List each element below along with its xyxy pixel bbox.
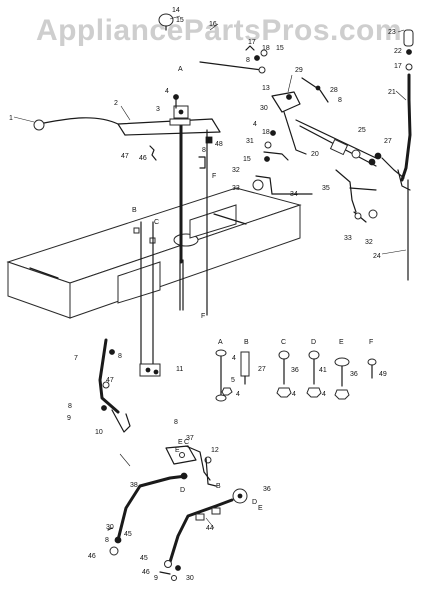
letter-f-mid: F <box>212 173 216 180</box>
callout-27: 27 <box>384 138 392 145</box>
callout-15: 15 <box>176 17 184 24</box>
callout-11: 11 <box>176 366 183 373</box>
callout-48: 48 <box>215 141 223 148</box>
callout-41: 41 <box>319 367 327 374</box>
upper-rod-assembly <box>158 13 268 74</box>
letter-e-right: E <box>258 505 263 512</box>
callout-20: 20 <box>311 151 319 158</box>
letter-a-top: A <box>178 66 183 73</box>
callout-25: 25 <box>358 127 366 134</box>
callout-17: 17 <box>248 39 256 46</box>
callout-34: 33 <box>232 185 240 192</box>
callout-38b: 36 <box>350 371 358 378</box>
callout-40: 38 <box>130 482 138 489</box>
callout-46: 47 <box>121 153 129 160</box>
callout-24: 23 <box>388 29 396 36</box>
callout-39: 37 <box>186 435 194 442</box>
lower-left-lever <box>98 338 161 433</box>
letter-a-legend: A <box>218 339 223 346</box>
callout-17b: 17 <box>394 63 402 70</box>
callout-8e: 8 <box>68 403 72 410</box>
callout-4e: 4 <box>322 391 326 398</box>
callout-8: 8 <box>202 147 206 154</box>
callout-36: 35 <box>322 185 330 192</box>
callout-14: 14 <box>172 7 180 14</box>
upper-control-assembly <box>33 94 221 169</box>
callout-2: 2 <box>114 100 118 107</box>
callout-23: 22 <box>394 48 402 55</box>
callout-35: 34 <box>290 191 298 198</box>
callout-4: 4 <box>165 88 169 95</box>
callout-31: 30 <box>260 105 268 112</box>
callout-3: 3 <box>156 106 160 113</box>
callout-30b: 30 <box>186 575 194 582</box>
reference-letters: A B C D E F A F F B C E C E D E D B <box>132 66 373 512</box>
callout-9b: 9 <box>154 575 158 582</box>
letter-e-lower2: E <box>175 447 180 454</box>
callout-numbers: 1 2 3 4 8 48 46 14 15 16 17 18 15 8 29 1… <box>9 7 402 582</box>
callout-8b: 8 <box>246 57 250 64</box>
letter-d-right: D <box>252 499 257 506</box>
letter-d-lower: D <box>180 487 185 494</box>
callout-21: 21 <box>388 89 396 96</box>
callout-26: 27 <box>258 366 266 373</box>
callout-5: 5 <box>231 377 235 384</box>
callout-49: 49 <box>379 371 387 378</box>
callout-44: 46 <box>88 553 96 560</box>
callout-1: 1 <box>9 115 13 122</box>
callout-37: 36 <box>291 367 299 374</box>
callout-8g: 8 <box>105 537 109 544</box>
letter-b-legend: B <box>244 339 249 346</box>
letter-e-legend: E <box>339 339 344 346</box>
letter-f-low: F <box>201 313 205 320</box>
callout-4f: 4 <box>236 391 240 398</box>
callout-33b: 32 <box>365 239 373 246</box>
callout-45: 46 <box>139 155 147 162</box>
callout-8c: 8 <box>338 97 342 104</box>
callout-16: 16 <box>209 21 217 28</box>
callout-12: 12 <box>211 447 219 454</box>
callout-4d: 4 <box>292 391 296 398</box>
callout-44b: 46 <box>142 569 150 576</box>
callout-34b: 33 <box>344 235 352 242</box>
shift-lever-assembly <box>374 29 414 182</box>
callout-30: 30 <box>106 524 114 531</box>
letter-b-frame: B <box>132 207 137 214</box>
callout-22: 24 <box>373 253 381 260</box>
callout-42: 44 <box>206 525 214 532</box>
callout-15b: 15 <box>276 45 284 52</box>
leader-lines <box>13 15 407 529</box>
callout-29: 29 <box>295 67 303 74</box>
hardware-legend <box>215 349 377 402</box>
callout-18: 18 <box>262 45 270 52</box>
callout-4c: 4 <box>232 355 236 362</box>
callout-32: 31 <box>246 138 254 145</box>
letter-f-legend: F <box>369 339 373 346</box>
letter-c-frame: C <box>154 219 159 226</box>
callout-43: 45 <box>124 531 132 538</box>
callout-33: 32 <box>232 167 240 174</box>
letter-c-legend: C <box>281 339 286 346</box>
letter-c-lower: C <box>184 439 189 446</box>
lower-linkage-assembly <box>107 445 248 581</box>
frame-chassis <box>6 187 302 319</box>
callout-15c: 15 <box>243 156 251 163</box>
callout-8f: 8 <box>174 419 178 426</box>
callout-4b: 4 <box>253 121 257 128</box>
letter-d-legend: D <box>311 339 316 346</box>
callout-7: 7 <box>74 355 78 362</box>
callout-13: 13 <box>262 85 270 92</box>
letter-b-lower: B <box>216 483 221 490</box>
callout-10: 10 <box>95 429 103 436</box>
callout-38: 36 <box>263 486 271 493</box>
callout-8d: 8 <box>118 353 122 360</box>
callout-9: 9 <box>67 415 71 422</box>
callout-43b: 45 <box>140 555 148 562</box>
right-lever-assembly <box>252 77 411 223</box>
letter-e-lower: E <box>178 439 183 446</box>
callout-19: 18 <box>262 129 270 136</box>
callout-28: 28 <box>330 87 338 94</box>
callout-47: 47 <box>106 377 114 384</box>
